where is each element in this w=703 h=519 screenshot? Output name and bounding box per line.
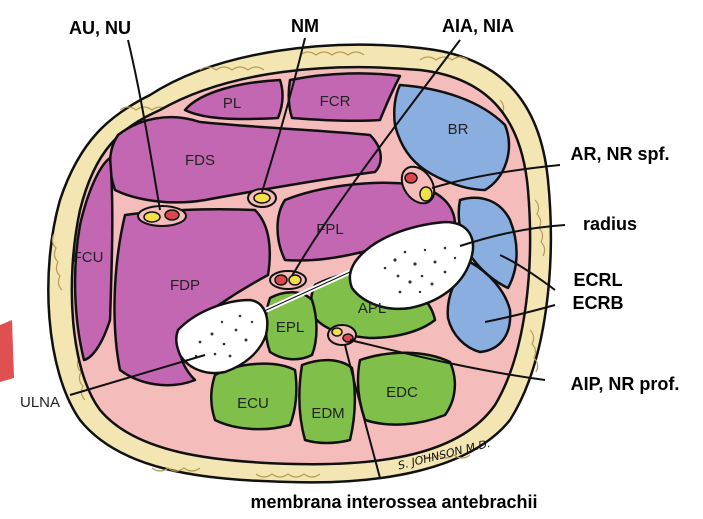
label-ulna: ULNA xyxy=(20,394,60,411)
label-br: BR xyxy=(448,121,469,138)
label-ecu: ECU xyxy=(237,395,269,412)
label-fcu: FCU xyxy=(73,249,104,266)
bundle-ulnar xyxy=(138,206,186,226)
label-ecrl: ECRL xyxy=(574,270,623,290)
left-edge-fragment xyxy=(0,320,14,382)
label-pl: PL xyxy=(223,95,241,112)
label-membrana: membrana interossea antebrachii xyxy=(250,492,537,512)
label-apl: APL xyxy=(358,300,386,317)
label-fpl: FPL xyxy=(316,221,344,238)
label-fdp: FDP xyxy=(170,277,200,294)
label-edm: EDM xyxy=(311,405,344,422)
label-fcr: FCR xyxy=(320,93,351,110)
label-au-nu: AU, NU xyxy=(69,18,131,38)
label-aip-nr-prof: AIP, NR prof. xyxy=(571,374,680,394)
label-ecrb: ECRB xyxy=(572,293,623,313)
label-radius: radius xyxy=(583,214,637,234)
label-edc: EDC xyxy=(386,384,418,401)
bundle-anterior-interosseous xyxy=(270,271,306,289)
bundle-posterior-interosseous xyxy=(328,325,356,345)
muscle-edm xyxy=(299,360,354,443)
label-aia-nia: AIA, NIA xyxy=(442,16,514,36)
label-ar-nr-spf: AR, NR spf. xyxy=(571,144,670,164)
label-nm: NM xyxy=(291,16,319,36)
label-epl: EPL xyxy=(276,319,304,336)
label-fds: FDS xyxy=(185,152,215,169)
